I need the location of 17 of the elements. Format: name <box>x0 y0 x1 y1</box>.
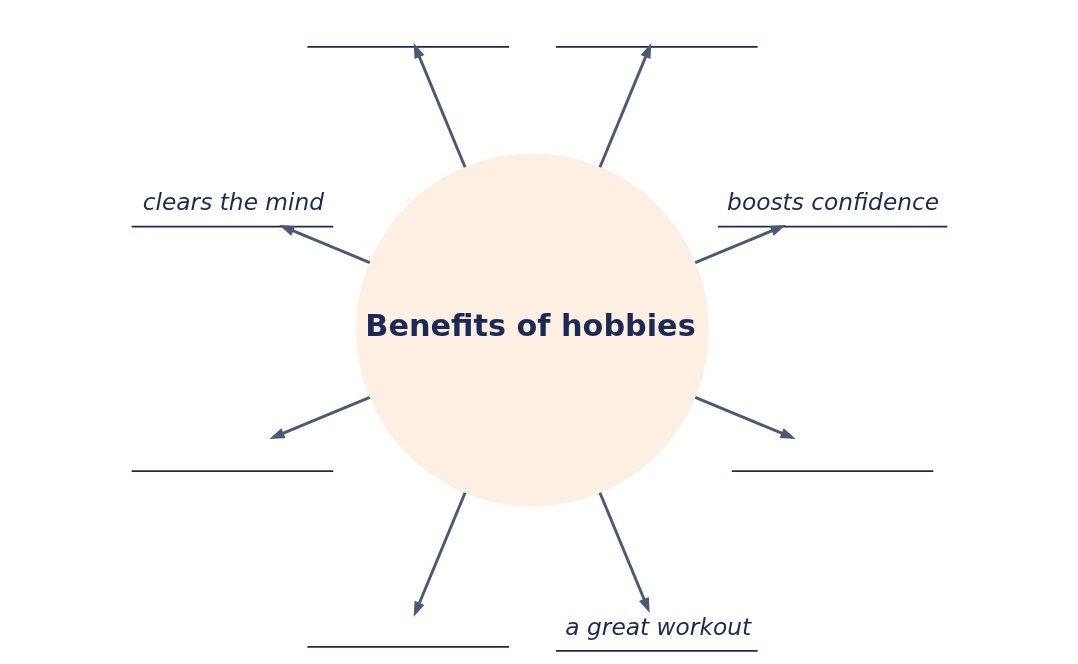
arrow <box>278 225 370 264</box>
arrow <box>598 43 651 168</box>
node-line <box>730 470 934 472</box>
arrow <box>413 492 466 617</box>
arrow <box>598 492 650 613</box>
node-text: a great workout <box>564 612 751 640</box>
node-line <box>554 45 758 48</box>
node-line <box>130 470 334 472</box>
arrow <box>694 396 796 439</box>
node-text: clears the mind <box>142 188 324 216</box>
node-circle: Benefits of hobbies <box>355 153 709 507</box>
node-text: boosts confidence <box>726 188 939 216</box>
arrow <box>694 225 786 264</box>
arrow <box>268 396 370 439</box>
node-line <box>306 646 510 648</box>
arrow <box>413 43 466 168</box>
node-line <box>306 45 510 48</box>
